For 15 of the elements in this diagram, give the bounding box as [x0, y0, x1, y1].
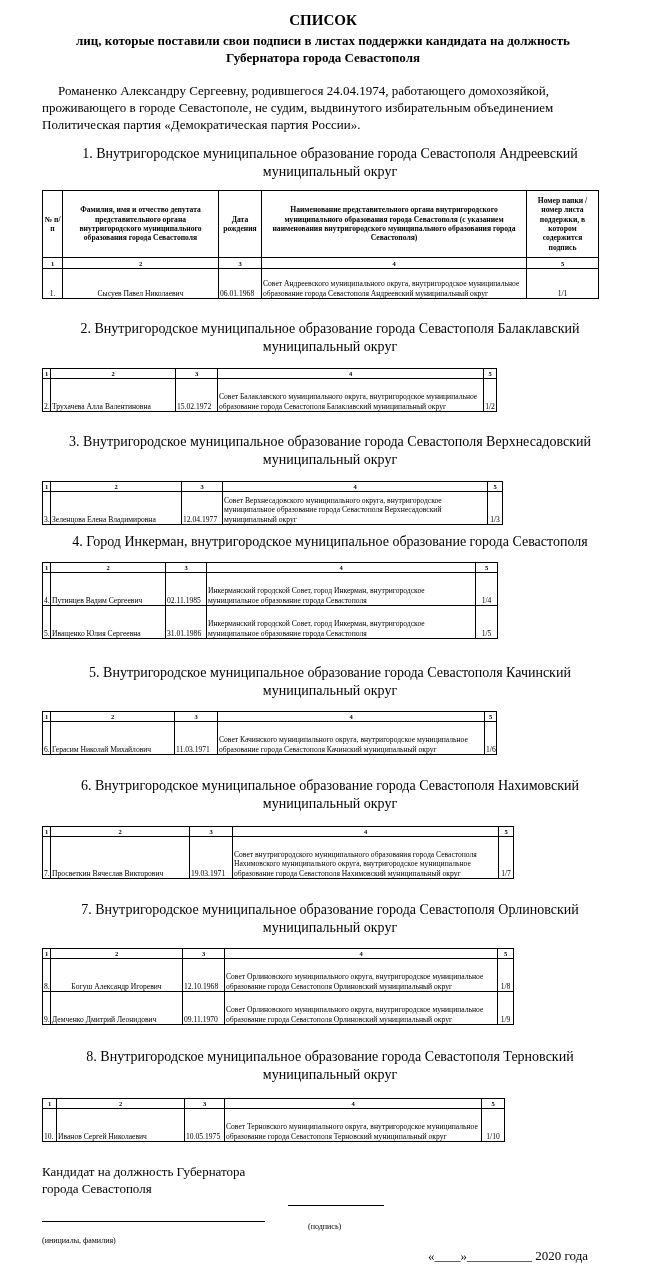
subtitle: лиц, которые поставили свои подписи в листах поддержки кандидата на должность Губернатора города Севастополя	[75, 32, 571, 66]
section-heading: 3. Внутригородское муниципальное образование города Севастополя Верхнесадовский муниципальный округ	[68, 433, 592, 469]
section-heading: 4. Город Инкерман, внутригородское муниципальное образование города Севастополя	[71, 533, 589, 551]
document-title: СПИСОК	[288, 12, 358, 29]
section-heading: 1. Внутригородское муниципальное образование города Севастополя Андреевский муниципальный округ	[81, 145, 579, 181]
paragraph: Романенко Александру Сергеевну, родившегося 24.04.1974, работающего домохозяйкой, проживающего в городе Севастополе, не судим, выдвинутого избирательным объединением Политическая партия «Демократическая партия России».	[42, 82, 555, 133]
section-heading: 6. Внутригородское муниципальное образование города Севастополя Нахимовский муниципальный округ	[79, 777, 581, 813]
section-heading: 2. Внутригородское муниципальное образование города Севастополя Балаклавский муниципальный округ	[79, 320, 581, 356]
section-heading: 5. Внутригородское муниципальное образование города Севастополя Качинский муниципальный округ	[88, 664, 572, 700]
signature-caption: Кандидат на должность Губернатора города Севастополя	[42, 1163, 247, 1197]
signature-hint: (подпись)	[308, 1222, 342, 1231]
section-heading: 8. Внутригородское муниципальное образование города Севастополя Терновский муниципальный округ	[85, 1048, 575, 1084]
date-line: «____»__________ 2020 года	[428, 1248, 589, 1264]
name-hint: (инициалы, фамилия)	[42, 1236, 116, 1245]
section-heading: 7. Внутригородское муниципальное образование города Севастополя Орлиновский муниципальный округ	[80, 901, 580, 937]
